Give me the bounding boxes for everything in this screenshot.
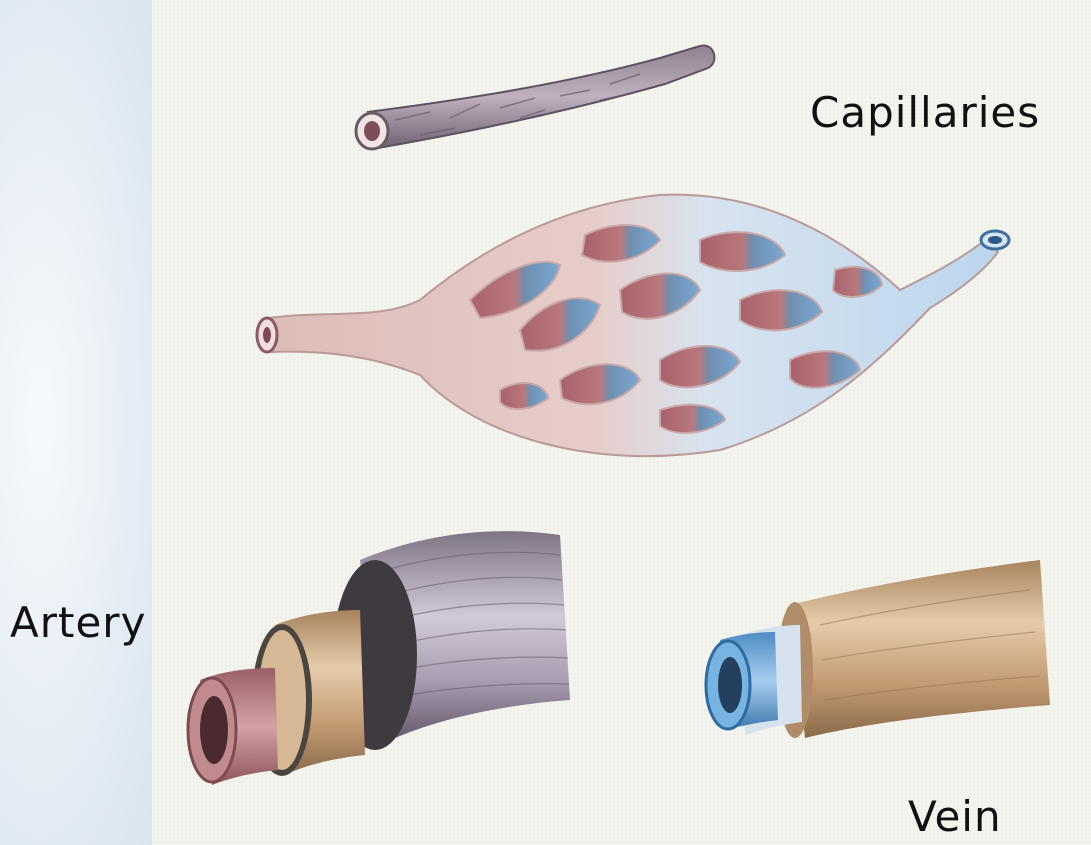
- artery-cross-section: [188, 531, 570, 785]
- capillaries-label: Capillaries: [810, 88, 1040, 137]
- vein-cross-section: [706, 560, 1050, 738]
- vein-label: Vein: [908, 792, 1002, 841]
- capillary-network: [257, 195, 1009, 457]
- capillary-tube: [356, 45, 714, 149]
- artery-label: Artery: [10, 598, 146, 647]
